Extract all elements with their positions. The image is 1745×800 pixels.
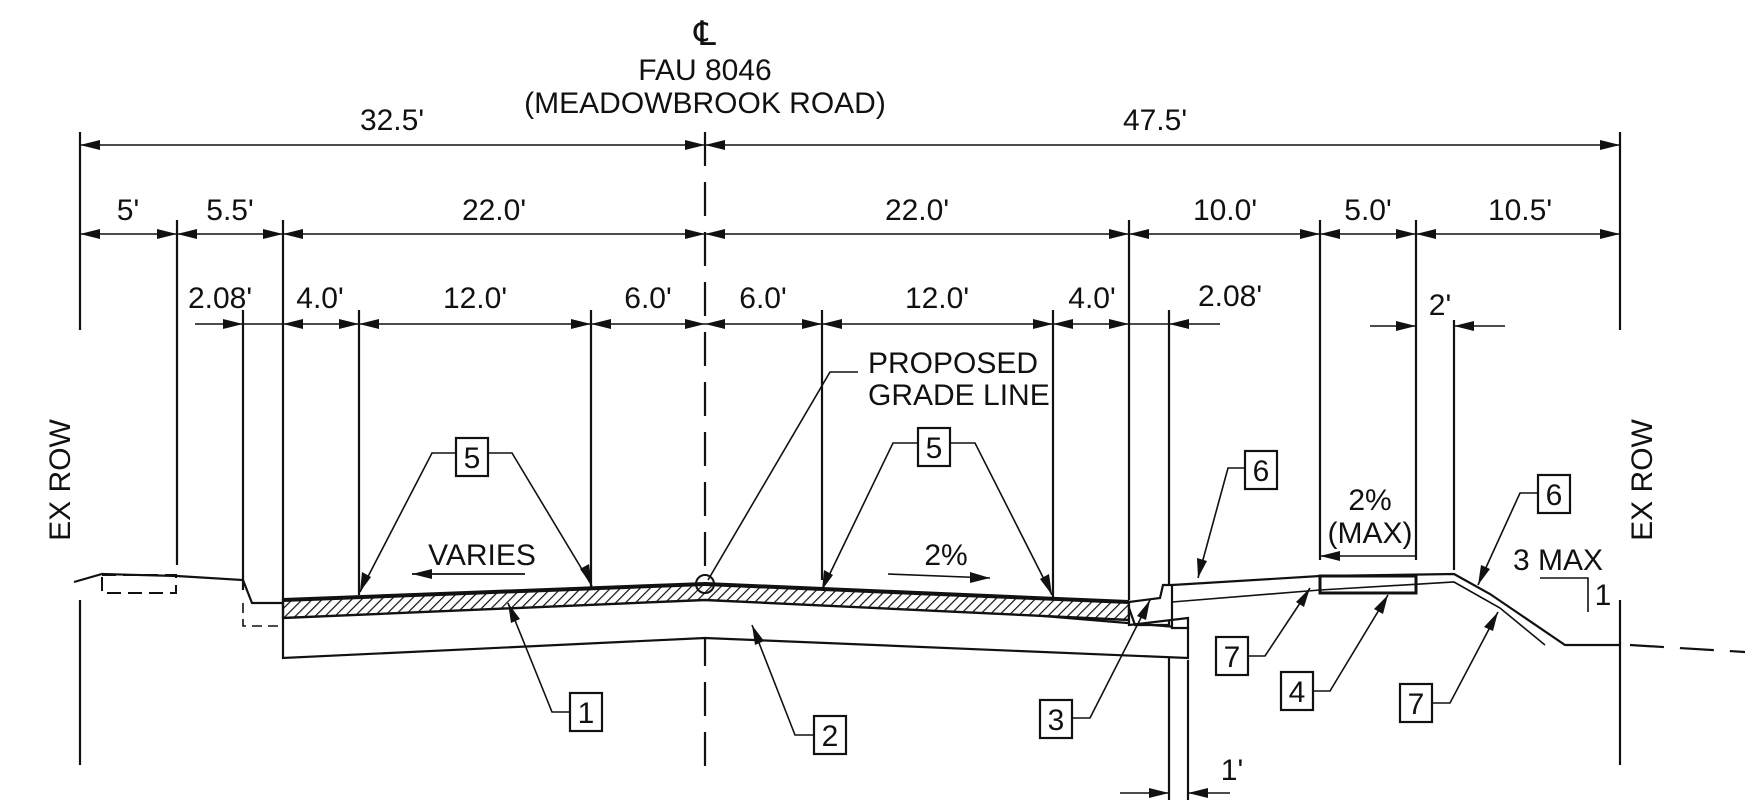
existing-ground-right: [1629, 643, 1745, 654]
callout-5-left: [454, 436, 490, 478]
dimension-text: 32.5' 47.5' 5' 5.5' 22.0' 22.0' 10.0' 5.…: [117, 104, 1552, 787]
row-dim-5: 5': [117, 194, 139, 227]
callout-1: [568, 691, 604, 733]
callout-5-right-text: 5: [926, 432, 943, 465]
row-dim-5-5: 5.5': [206, 194, 253, 227]
sidewalk: [1318, 574, 1418, 595]
callout-1-text: 1: [578, 697, 595, 730]
varies-label: VARIES: [428, 539, 536, 572]
row-dim-10-5: 10.5': [1488, 194, 1552, 227]
existing-ground-left: [73, 572, 283, 605]
lane-dim-2-08-left: 2.08': [188, 282, 252, 315]
centerline-symbol: ℄: [693, 15, 716, 53]
callout-3-text: 3: [1048, 704, 1065, 737]
centerline-title: ℄ FAU 8046 (MEADOWBROOK ROAD): [524, 15, 886, 120]
row-dim-22-left: 22.0': [462, 194, 526, 227]
callout-6-right: [1536, 473, 1572, 515]
pavement-slope-label: 2%: [924, 539, 967, 572]
overall-left-dim: 32.5': [360, 104, 424, 137]
ex-row-left-label: EX ROW: [44, 418, 77, 540]
callout-7-left-text: 7: [1224, 641, 1241, 674]
callout-7-right-text: 7: [1408, 688, 1425, 721]
finished-grade-right: [1171, 572, 1620, 647]
callout-2: [812, 714, 848, 756]
curb-and-gutter: [1127, 583, 1190, 630]
overall-right-dim: 47.5': [1123, 104, 1187, 137]
lane-dim-6-right: 6.0': [739, 282, 786, 315]
road-name-label: (MEADOWBROOK ROAD): [524, 87, 886, 120]
callout-5-left-text: 5: [464, 442, 481, 475]
lane-dim-2-08-right: 2.08': [1198, 280, 1262, 313]
callout-6-right-text: 6: [1546, 479, 1563, 512]
callout-6-left: [1243, 449, 1279, 491]
lane-dim-4-left: 4.0': [296, 282, 343, 315]
callout-6-left-text: 6: [1253, 455, 1270, 488]
callout-7-right: [1398, 682, 1434, 724]
route-label: FAU 8046: [638, 54, 771, 87]
row-dim-22-right: 22.0': [885, 194, 949, 227]
callout-5-right: [916, 426, 952, 468]
callout-7-left: [1214, 635, 1250, 677]
bottom-offset-dim: 1': [1221, 754, 1243, 787]
proposed-label: PROPOSED: [868, 347, 1038, 380]
row-dim-5-0: 5.0': [1344, 194, 1391, 227]
vertical-reference-lines: [78, 132, 1622, 780]
dimension-lines: [80, 140, 1620, 800]
grade-line-label: GRADE LINE: [868, 379, 1050, 412]
callout-2-text: 2: [822, 720, 839, 753]
walk-slope-max-label: (MAX): [1328, 517, 1413, 550]
side-slope-rise-label: 1: [1595, 579, 1612, 612]
walk-slope-label: 2%: [1348, 484, 1391, 517]
ex-row-right-label: EX ROW: [1626, 418, 1659, 540]
lane-dim-12-left: 12.0': [443, 282, 507, 315]
annotations: PROPOSED GRADE LINE VARIES 2% 2% (MAX) 3…: [412, 347, 1611, 612]
row-dim-10: 10.0': [1193, 194, 1257, 227]
callout-3: [1038, 698, 1074, 740]
lane-dim-4-right: 4.0': [1068, 282, 1115, 315]
walk-offset-dim: 2': [1429, 289, 1451, 322]
callouts: 5 5 6 6 1 2 3: [359, 426, 1572, 756]
callout-4-text: 4: [1289, 676, 1306, 709]
side-slope-label: 3 MAX: [1513, 544, 1603, 577]
lane-dim-6-left: 6.0': [624, 282, 671, 315]
lane-dim-12-right: 12.0': [905, 282, 969, 315]
